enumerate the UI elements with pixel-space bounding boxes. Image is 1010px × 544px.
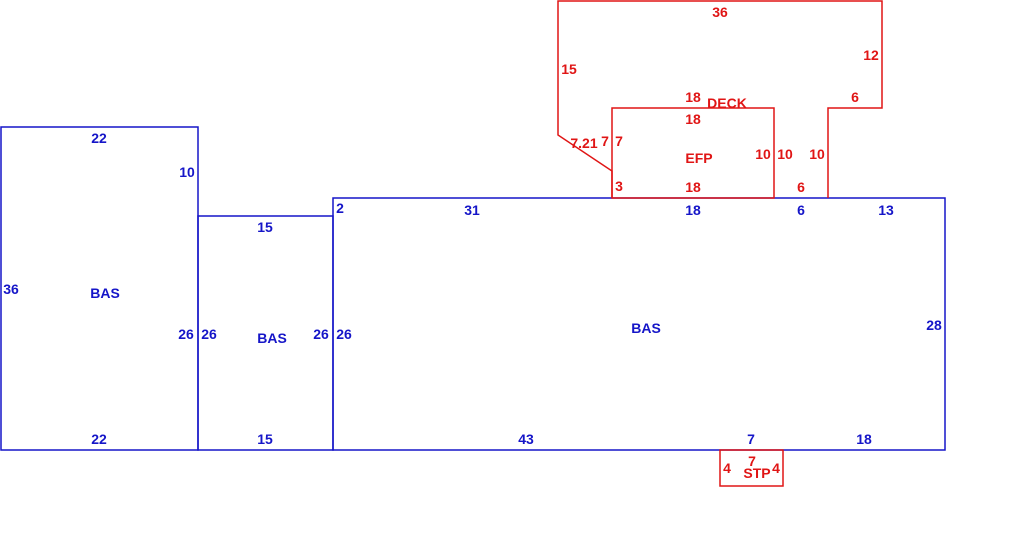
- bas-main-bottom-dim-b: 7: [747, 431, 755, 447]
- bas-main-right-dim: 28: [926, 317, 942, 333]
- bas-main-top-dim-d: 13: [878, 202, 894, 218]
- bas-left-left-dim: 36: [3, 281, 19, 297]
- bas-main-top-dim-c: 6: [797, 202, 805, 218]
- deck-left-lower-dim: 7: [601, 133, 609, 149]
- bas-left-top-right-dim: 10: [179, 164, 195, 180]
- stp-right-dim: 4: [772, 460, 780, 476]
- deck-diag-dim: 7.21: [570, 135, 597, 151]
- efp-outline: [611, 107, 775, 199]
- bas-main-label: BAS: [631, 320, 661, 336]
- stp-outline: [719, 449, 784, 487]
- bas-middle-top-left-dim: 2: [336, 200, 344, 216]
- bas-left-bottom-dim: 22: [91, 431, 107, 447]
- bas-middle-left-dim: 26: [201, 326, 217, 342]
- deck-outline: [557, 0, 883, 198]
- bas-main-bottom-dim-c: 18: [856, 431, 872, 447]
- bas-middle-top-dim: 15: [257, 219, 273, 235]
- deck-left-dim: 15: [561, 61, 577, 77]
- bas-main-bottom-dim-a: 43: [518, 431, 534, 447]
- bas-main-top-dim-b: 18: [685, 202, 701, 218]
- bas-main-left-dim: 26: [336, 326, 352, 342]
- bas-middle-bottom-dim: 15: [257, 431, 273, 447]
- bas-left-right-dim: 26: [178, 326, 194, 342]
- bas-main-top-dim-a: 31: [464, 202, 480, 218]
- deck-step-dim: 6: [851, 89, 859, 105]
- efp-label: EFP: [685, 150, 712, 166]
- deck-inner-right-dim: 10: [777, 146, 793, 162]
- efp-right-dim: 10: [755, 146, 771, 162]
- deck-inner-left-dim: 3: [615, 178, 623, 194]
- bas-left-top-dim: 22: [91, 130, 107, 146]
- stp-label: STP: [743, 465, 770, 481]
- deck-bottom-right-dim: 6: [797, 179, 805, 195]
- deck-right-dim: 12: [863, 47, 879, 63]
- deck-inner-top-dim: 18: [685, 89, 701, 105]
- deck-outer-right-dim: 10: [809, 146, 825, 162]
- efp-left-dim: 7: [615, 133, 623, 149]
- stp-top-dim: 7: [748, 453, 756, 469]
- bas-left-label: BAS: [90, 285, 120, 301]
- efp-top-dim: 18: [685, 111, 701, 127]
- bas-middle-label: BAS: [257, 330, 287, 346]
- stp-left-dim: 4: [723, 460, 731, 476]
- deck-label: DECK: [707, 95, 747, 111]
- efp-bottom-dim: 18: [685, 179, 701, 195]
- bas-middle-right-dim: 26: [313, 326, 329, 342]
- deck-top-dim: 36: [712, 4, 728, 20]
